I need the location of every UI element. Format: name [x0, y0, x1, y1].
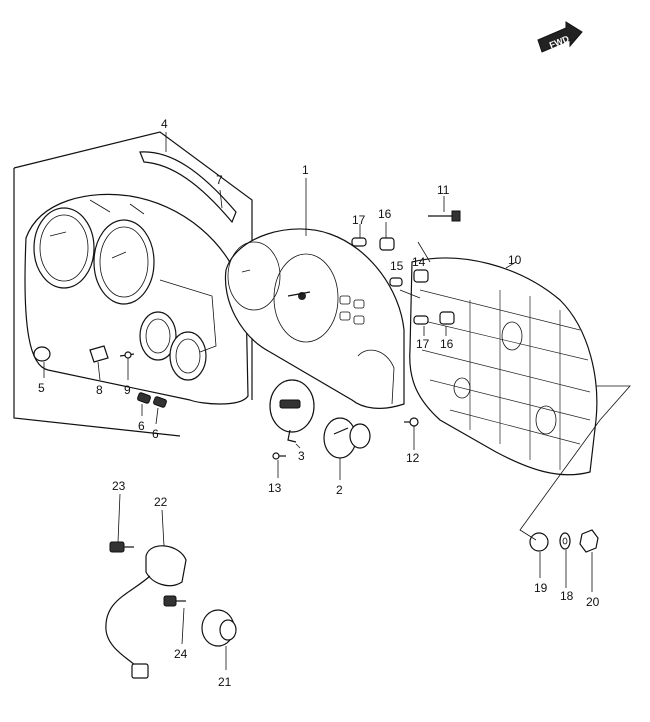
small-gauge-left: [139, 311, 177, 361]
bulb-8: [89, 345, 109, 363]
callout-8: 8: [96, 383, 103, 397]
bulb-6a: [137, 392, 151, 404]
collar-19: [529, 532, 549, 552]
callout-24: 24: [174, 647, 188, 661]
callout-16a: 16: [378, 207, 392, 221]
callout-14: 14: [412, 255, 426, 269]
callout-17a: 17: [352, 213, 366, 227]
callout-9: 9: [124, 383, 131, 397]
lens-strip: [139, 151, 237, 224]
socket-16b: [439, 311, 455, 325]
callout-15: 15: [390, 259, 404, 273]
speedo-lens: [93, 219, 155, 305]
trip-knob-part: [323, 417, 371, 459]
rear-case-group: [399, 241, 631, 476]
callout-23: 23: [112, 479, 126, 493]
callout-19: 19: [534, 581, 548, 595]
callout-20: 20: [586, 595, 600, 609]
washer-18: [559, 532, 571, 550]
callout-16b: 16: [440, 337, 454, 351]
bulb-17b: [413, 315, 429, 325]
callout-2: 2: [336, 483, 343, 497]
small-gauge-right: [169, 331, 207, 381]
front-housing-group: [13, 131, 253, 437]
bolt-23: [109, 541, 125, 553]
nut-20: [579, 529, 599, 553]
sensor-connector: [131, 663, 149, 679]
speed-sensor-22: [145, 545, 187, 587]
callout-7: 7: [216, 173, 223, 187]
sensor-part: [269, 379, 315, 443]
callout-4: 4: [161, 117, 168, 131]
callout-1: 1: [302, 163, 309, 177]
bulb-6b: [153, 396, 167, 408]
callout-21: 21: [218, 675, 232, 689]
callout-5: 5: [38, 381, 45, 395]
leader-lines: [43, 132, 601, 670]
callout-10: 10: [508, 253, 522, 267]
socket-14: [413, 269, 429, 283]
callout-17b: 17: [416, 337, 430, 351]
socket-16a: [379, 237, 395, 251]
dial-plate-group: [224, 228, 405, 409]
small-parts: [33, 210, 599, 679]
callout-3: 3: [298, 449, 305, 463]
callout-6b: 6: [152, 427, 159, 441]
callout-labels: 4 7 1 11 17 16 10 14 15 17 16 5 8 9 6 6 …: [38, 117, 600, 689]
callout-6a: 6: [138, 419, 145, 433]
tacho-lens: [33, 207, 95, 289]
sensor-cable: [105, 575, 151, 671]
callout-11: 11: [437, 183, 450, 197]
callout-22: 22: [154, 495, 168, 509]
bolt-24: [163, 595, 177, 607]
fwd-arrow-icon: FWD: [537, 21, 583, 53]
bulb-socket-5: [33, 346, 51, 362]
rear-case: [409, 257, 598, 476]
callout-13: 13: [268, 481, 282, 495]
dial-plate: [224, 228, 405, 409]
callout-12: 12: [406, 451, 420, 465]
callout-18: 18: [560, 589, 574, 603]
bulb-15: [389, 277, 403, 287]
bulb-17a: [351, 237, 367, 247]
